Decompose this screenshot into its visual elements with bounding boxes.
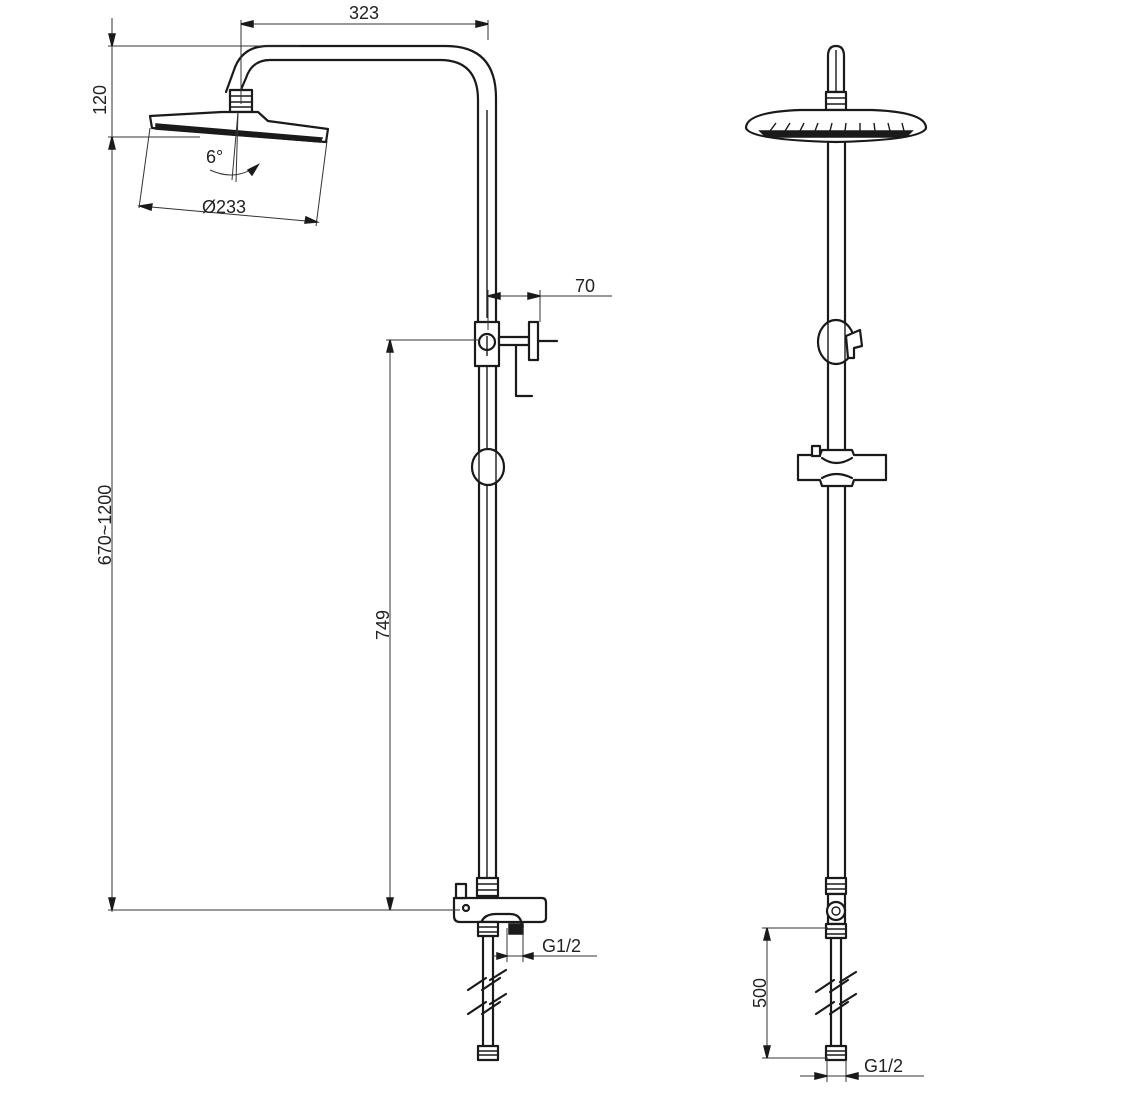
front-inlet-nut (824, 922, 848, 940)
dim-arm-width: 323 (349, 3, 379, 23)
front-head-connector (824, 90, 848, 112)
mixer-knob (454, 882, 468, 900)
riser-pipe-inner (224, 44, 498, 324)
front-shower-head-nozzles (758, 130, 914, 138)
shower-head-face (155, 123, 324, 143)
slide-bracket (470, 447, 506, 487)
diverter-hook (514, 343, 534, 398)
riser-pipe (238, 58, 480, 324)
hose-bottom-nut (476, 1044, 500, 1062)
dim-head-height: 120 (90, 85, 110, 115)
front-mixer-connector (824, 876, 848, 896)
dim-inlet-thread-side: G1/2 (542, 936, 581, 956)
dim-head-diameter: Ø233 (202, 197, 246, 217)
dim-valve-offset: 70 (575, 276, 595, 296)
dim-head-tilt: 6° (206, 147, 223, 167)
inlet-nut-right (508, 923, 524, 935)
hose-break-mark (466, 976, 502, 992)
front-slide-bracket (796, 448, 888, 488)
front-view-dimensions: 500 G1/2 (750, 927, 924, 1082)
dim-overall-height: 670~1200 (95, 485, 115, 566)
mixer-body (452, 896, 548, 924)
side-view (148, 44, 559, 1062)
front-mixer-knob (825, 900, 847, 922)
front-view (744, 44, 928, 1062)
diverter-stem (497, 335, 531, 347)
front-diverter-lever (844, 328, 864, 360)
mixer-connector (475, 876, 500, 898)
front-hose-break-mark (814, 978, 850, 994)
dim-valve-height: 749 (373, 610, 393, 640)
inlet-nut-left (476, 920, 500, 938)
mixer-indicator (461, 903, 471, 913)
dim-inlet-thread-front: G1/2 (864, 1056, 903, 1076)
side-view-dimensions: 323 120 670~1200 6° Ø233 70 (90, 3, 612, 962)
front-hose-bottom-nut (824, 1044, 848, 1062)
dim-inlet-length: 500 (750, 978, 770, 1008)
diverter-handle (527, 320, 540, 362)
